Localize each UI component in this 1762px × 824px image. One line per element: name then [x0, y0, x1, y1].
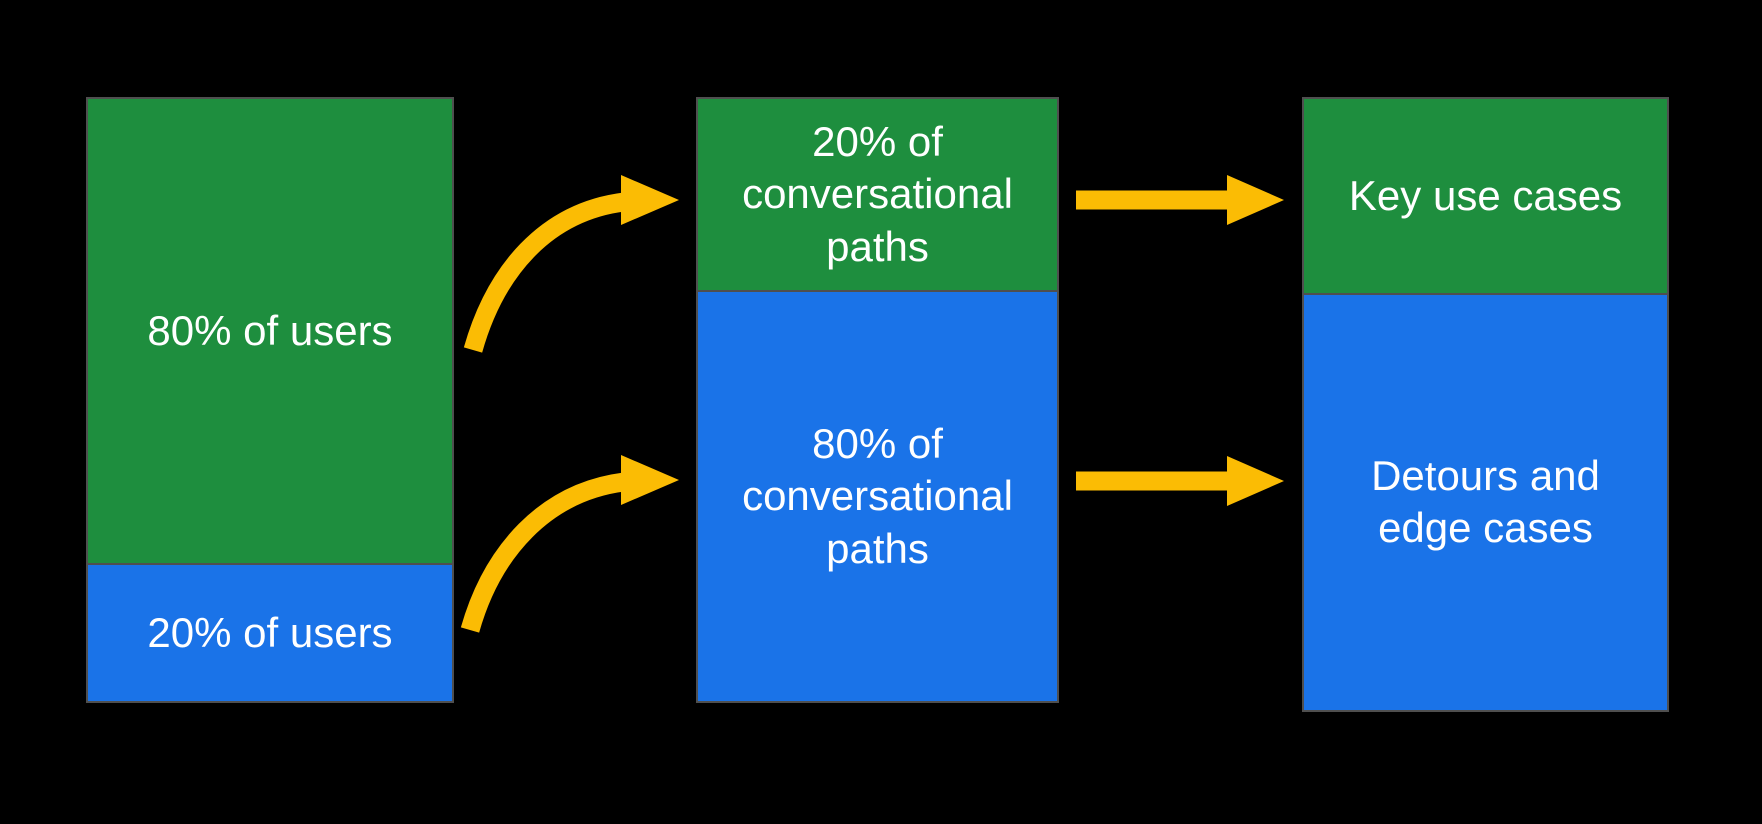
key-use-cases-segment: Key use cases: [1304, 99, 1667, 293]
conversational-paths-bar: 20% of conversational paths 80% of conve…: [696, 97, 1059, 703]
users-20-segment: 20% of users: [88, 565, 452, 701]
curved-arrow-users80-to-paths20-icon: [463, 175, 679, 353]
straight-arrow-paths20-to-key-use-cases-icon: [1076, 175, 1284, 225]
paths-20-segment: 20% of conversational paths: [698, 99, 1057, 290]
detours-edge-cases-segment: Detours and edge cases: [1304, 294, 1667, 710]
users-80-segment: 80% of users: [88, 99, 452, 564]
outcomes-bar: Key use cases Detours and edge cases: [1302, 97, 1669, 712]
users-bar: 80% of users 20% of users: [86, 97, 454, 703]
paths-80-segment: 80% of conversational paths: [698, 291, 1057, 701]
straight-arrow-paths80-to-detours-icon: [1076, 456, 1284, 506]
curved-arrow-users20-to-paths80-icon: [460, 455, 679, 633]
